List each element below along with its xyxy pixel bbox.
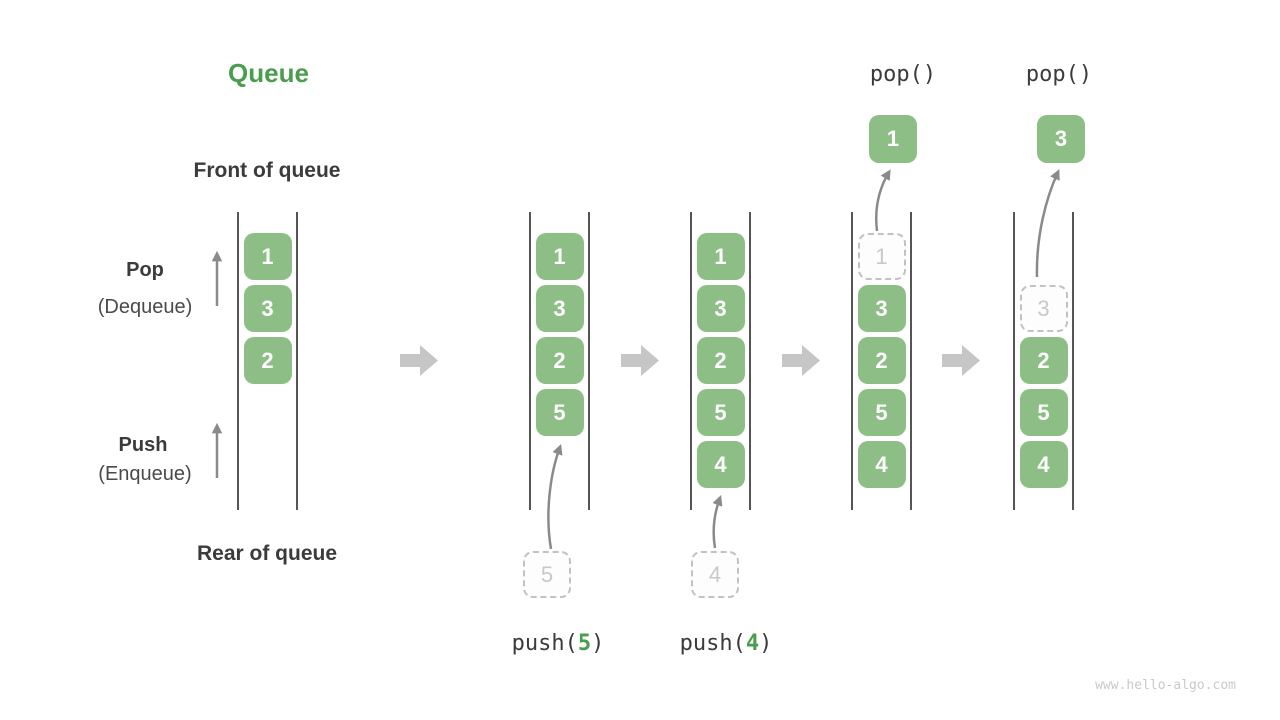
queue-state-5: 3 2 5 4 (1013, 212, 1074, 510)
queue-cell: 1 (696, 233, 745, 280)
watermark: www.hello-algo.com (1095, 678, 1236, 693)
incoming-element-box: 5 (523, 551, 571, 598)
queue-cell-ghost: 1 (857, 233, 906, 280)
queue-cell: 4 (696, 441, 745, 488)
queue-cell: 5 (696, 389, 745, 436)
push-arg-text: 4 (745, 631, 760, 656)
queue-cell: 1 (535, 233, 584, 280)
rear-of-queue-label: Rear of queue (196, 542, 338, 565)
popped-element-box: 1 (869, 115, 917, 163)
queue-cell: 2 (243, 337, 292, 384)
pop-call-label: pop() (1025, 62, 1093, 87)
diagram-title: Queue (228, 58, 309, 88)
queue-cell: 3 (243, 285, 292, 332)
queue-state-2: 1 3 2 5 (529, 212, 590, 510)
queue-state-3: 1 3 2 5 4 (690, 212, 751, 510)
queue-state-4: 1 3 2 5 4 (851, 212, 912, 510)
push-fn-text: push( (679, 631, 746, 656)
queue-cell: 4 (1019, 441, 1068, 488)
push-close-text: ) (759, 631, 773, 656)
queue-cell: 5 (857, 389, 906, 436)
queue-cell: 1 (243, 233, 292, 280)
dequeue-label: (Dequeue) (97, 296, 193, 318)
queue-cell-ghost: 3 (1019, 285, 1068, 332)
push-close-text: ) (591, 631, 605, 656)
queue-cell: 2 (857, 337, 906, 384)
push-call-label: push(4) (680, 631, 773, 656)
push-fn-text: push( (511, 631, 578, 656)
queue-cell: 2 (1019, 337, 1068, 384)
push-call-label: push(5) (512, 631, 605, 656)
popped-element-box: 3 (1037, 115, 1085, 163)
queue-cell: 5 (535, 389, 584, 436)
queue-cell: 5 (1019, 389, 1068, 436)
queue-cell: 3 (857, 285, 906, 332)
pop-call-label: pop() (869, 62, 937, 87)
queue-cell: 3 (696, 285, 745, 332)
queue-state-1: 1 3 2 (237, 212, 298, 510)
front-of-queue-label: Front of queue (193, 159, 341, 182)
queue-cell: 2 (535, 337, 584, 384)
queue-cell: 2 (696, 337, 745, 384)
pop-label: Pop (126, 259, 164, 281)
queue-cell: 4 (857, 441, 906, 488)
queue-cell: 3 (535, 285, 584, 332)
push-arg-text: 5 (577, 631, 592, 656)
incoming-element-box: 4 (691, 551, 739, 598)
enqueue-label: (Enqueue) (98, 463, 192, 485)
push-label: Push (118, 434, 168, 456)
